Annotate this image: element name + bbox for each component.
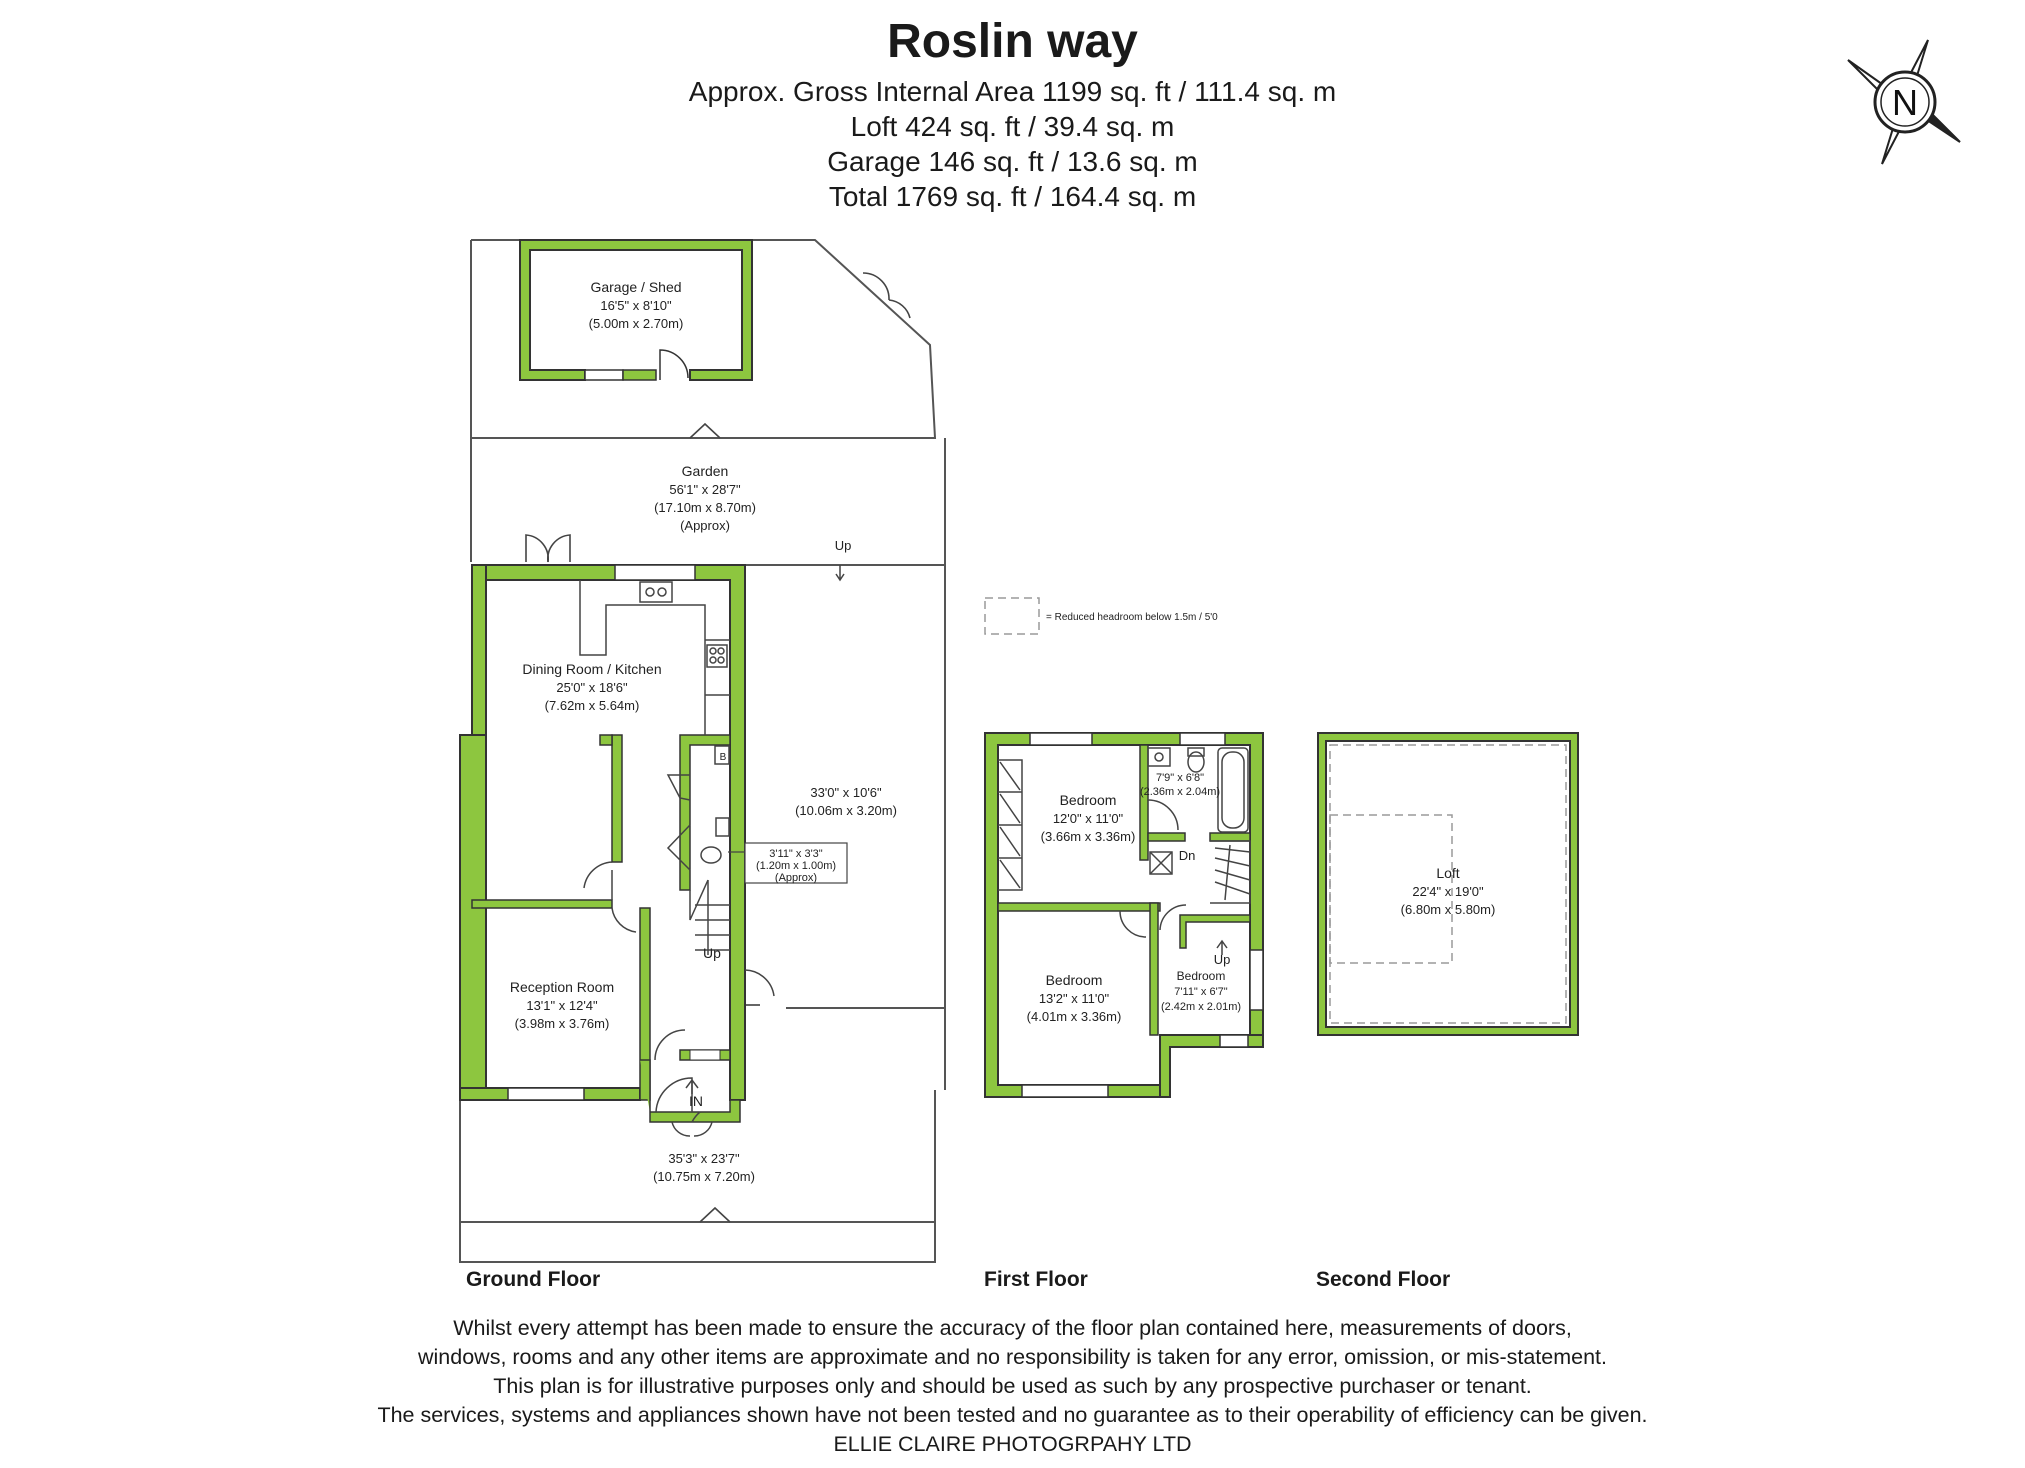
gross-area-line: Approx. Gross Internal Area 1199 sq. ft … [688, 76, 1337, 107]
reception-imperial: 13'1" x 12'4" [526, 998, 598, 1013]
front-imperial: 35'3" x 23'7" [668, 1151, 740, 1166]
hallway-fittings [583, 565, 845, 1137]
loft-metric: (6.80m x 5.80m) [1401, 902, 1496, 917]
kitchen-imperial: 25'0" x 18'6" [556, 680, 628, 695]
bedroom1-label: Bedroom [1060, 792, 1117, 808]
wc-metric: (1.20m x 1.00m) [756, 860, 836, 872]
compass-label: N [1892, 82, 1918, 123]
garage-metric: (5.00m x 2.70m) [589, 316, 684, 331]
bedroom3-metric: (2.42m x 2.01m) [1161, 1001, 1241, 1013]
garden-label: Garden [682, 463, 729, 479]
garden-up-marker: Up [835, 538, 852, 553]
garage-shed-walls [519, 239, 753, 381]
first-floor-label: First Floor [984, 1268, 1088, 1291]
front-metric: (10.75m x 7.20m) [653, 1169, 755, 1184]
boiler-marker: B [720, 752, 727, 763]
garden-imperial: 56'1" x 28'7" [669, 482, 741, 497]
bathroom-metric: (2.36m x 2.04m) [1140, 786, 1220, 798]
kitchen-label: Dining Room / Kitchen [522, 661, 661, 677]
garage-label: Garage / Shed [590, 279, 681, 295]
bedroom1-metric: (3.66m x 3.36m) [1041, 829, 1136, 844]
reception-label: Reception Room [510, 979, 614, 995]
reduced-headroom-legend-text: = Reduced headroom below 1.5m / 5'0 [1046, 612, 1218, 623]
ground-floor-boundaries [459, 239, 946, 1263]
disclaimer-line-3: This plan is for illustrative purposes o… [493, 1374, 1532, 1398]
disclaimer-line-1: Whilst every attempt has been made to en… [453, 1316, 1572, 1340]
north-compass-icon: N [1847, 39, 1961, 165]
first-floor-walls [984, 732, 1264, 1098]
first-floor-fittings [998, 747, 1251, 955]
total-area-line: Total 1769 sq. ft / 164.4 sq. m [828, 181, 1197, 212]
garden-note: (Approx) [680, 518, 730, 533]
wc-imperial: 3'11" x 3'3" [769, 848, 822, 860]
side-imperial: 33'0" x 10'6" [810, 785, 882, 800]
bedroom2-metric: (4.01m x 3.36m) [1027, 1009, 1122, 1024]
bathroom-imperial: 7'9" x 6'8" [1156, 772, 1204, 784]
ground-floor-house-walls [459, 564, 760, 1123]
loft-imperial: 22'4" x 19'0" [1412, 884, 1484, 899]
first-floor-up-marker: Up [1214, 952, 1231, 967]
wc-note: (Approx) [775, 872, 817, 884]
garden-metric: (17.10m x 8.70m) [654, 500, 756, 515]
disclaimer-line-2: windows, rooms and any other items are a… [418, 1345, 1607, 1369]
ground-floor-label: Ground Floor [466, 1268, 601, 1291]
garden-doors [525, 272, 911, 1223]
entrance-marker: IN [689, 1093, 703, 1109]
kitchen-metric: (7.62m x 5.64m) [545, 698, 640, 713]
bedroom2-label: Bedroom [1046, 972, 1103, 988]
second-floor-walls [1317, 732, 1579, 1036]
side-metric: (10.06m x 3.20m) [795, 803, 897, 818]
stairs-down-marker: Dn [1179, 848, 1196, 863]
bedroom2-imperial: 13'2" x 11'0" [1039, 991, 1110, 1006]
second-floor-label: Second Floor [1316, 1268, 1451, 1291]
reduced-headroom-legend-box [984, 597, 1040, 635]
plan-title: Roslin way [887, 15, 1138, 68]
disclaimer-line-4: The services, systems and appliances sho… [377, 1403, 1648, 1427]
loft-label: Loft [1436, 865, 1459, 881]
bedroom3-label: Bedroom [1177, 969, 1226, 983]
bedroom3-imperial: 7'11" x 6'7" [1174, 986, 1227, 998]
bedroom1-imperial: 12'0" x 11'0" [1053, 811, 1124, 826]
reception-metric: (3.98m x 3.76m) [515, 1016, 610, 1031]
stairs-up-marker: Up [703, 945, 721, 961]
kitchen-counters [579, 580, 730, 735]
company-credit: ELLIE CLAIRE PHOTOGRPAHY LTD [833, 1432, 1192, 1456]
loft-area-line: Loft 424 sq. ft / 39.4 sq. m [850, 111, 1175, 142]
garage-imperial: 16'5" x 8'10" [600, 298, 672, 313]
wc-dimension-box [744, 842, 848, 884]
garage-area-line: Garage 146 sq. ft / 13.6 sq. m [827, 146, 1198, 177]
